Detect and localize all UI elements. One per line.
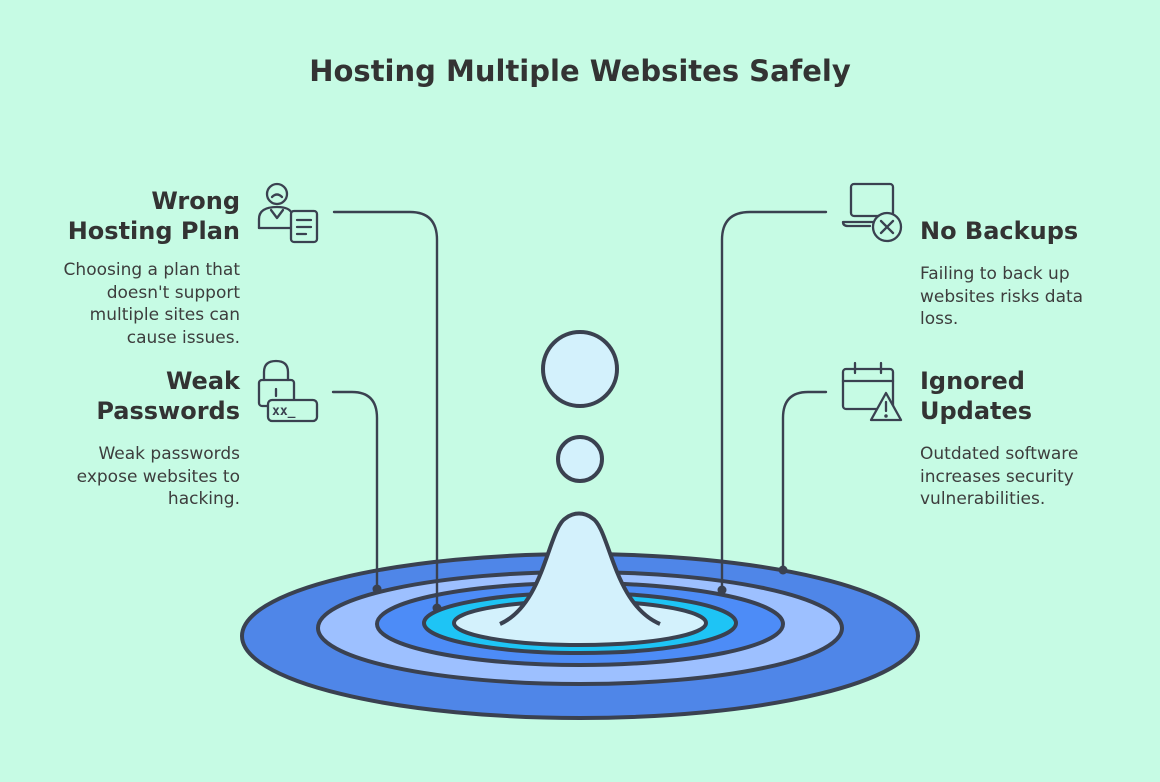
connector-dot-wrong-hosting [432,603,442,613]
diagram-title: Hosting Multiple Websites Safely [309,54,851,88]
droplet-small [556,435,604,483]
heading-wrong-hosting-plan: Wrong Hosting Plan [67,187,240,245]
droplet-large [541,330,619,408]
calendar-warning-icon [841,361,903,422]
connector-weak-passwords [331,390,379,591]
laptop-error-icon [841,182,903,243]
desc-wrong-hosting-plan: Choosing a plan that doesn't support mul… [63,260,240,348]
connector-dot-ignored-updates [778,565,788,575]
connector-dot-weak-passwords [372,584,382,594]
heading-weak-passwords: Weak Passwords [96,367,240,425]
desc-weak-passwords: Weak passwords expose websites to hackin… [76,444,240,509]
heading-no-backups: No Backups [920,217,1079,245]
connector-wrong-hosting [332,210,439,610]
desc-ignored-updates: Outdated software increases security vul… [920,444,1079,509]
password-glyph: xx_ [272,404,296,419]
desc-no-backups: Failing to back up websites risks data l… [920,264,1084,329]
droplet-splash [499,511,661,626]
connector-ignored-updates [781,390,828,572]
connector-dot-no-backups [717,585,727,595]
lock-password-icon: xx_ [257,359,319,423]
user-document-icon [257,182,319,244]
heading-ignored-updates: Ignored Updates [920,367,1033,425]
connector-no-backups [720,210,828,592]
